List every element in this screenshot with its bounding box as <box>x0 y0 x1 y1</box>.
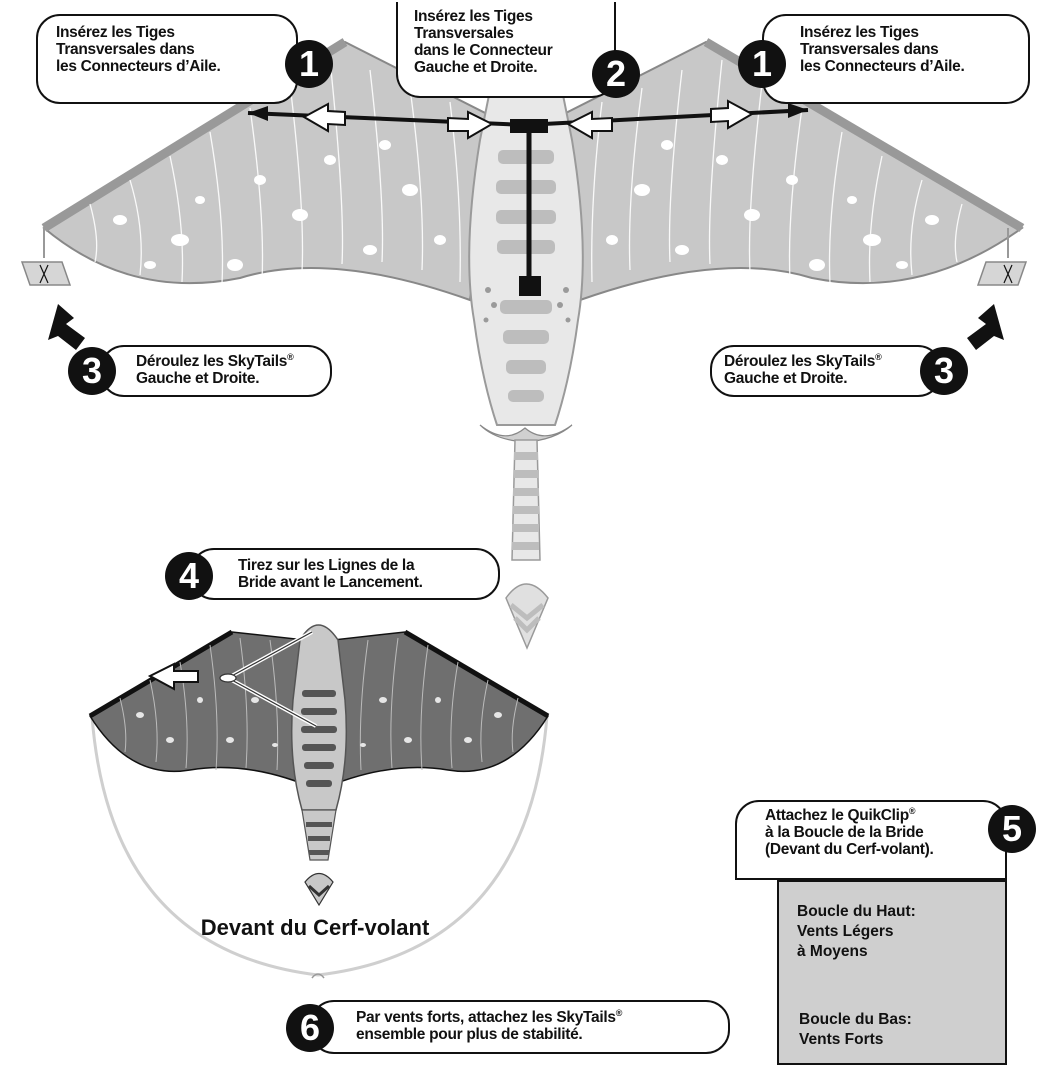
arrow-skytail-left <box>48 304 85 350</box>
step-text: Insérez les Tiges <box>414 8 614 25</box>
step-text: Insérez les Tiges <box>800 24 1028 41</box>
registered-mark: ® <box>616 1008 622 1018</box>
step-text: (Devant du Cerf-volant). <box>765 841 1005 858</box>
inset-bottom-text: Boucle du Bas: <box>799 1010 912 1030</box>
registered-mark: ® <box>909 806 915 816</box>
registered-mark: ® <box>287 352 293 362</box>
step-text: Déroulez les SkyTails <box>136 353 287 370</box>
step-text: dans le Connecteur <box>414 42 614 59</box>
step-1-right-badge: 1 <box>738 40 786 88</box>
step-text: Bride avant le Lancement. <box>238 574 498 591</box>
step-text: Insérez les Tiges <box>56 24 296 41</box>
left-skytail <box>22 262 70 285</box>
right-skytail <box>978 262 1026 285</box>
small-left-wing <box>90 632 318 790</box>
step-6-badge: 6 <box>286 1004 334 1052</box>
step-6-callout: Par vents forts, attachez les SkyTails® … <box>310 1000 730 1054</box>
step-text: Transversales dans <box>56 41 296 58</box>
step-1-left-callout: Insérez les Tiges Transversales dans les… <box>36 14 298 104</box>
small-right-wing <box>320 632 548 790</box>
registered-mark: ® <box>875 352 881 362</box>
step-3-left-callout: Déroulez les SkyTails® Gauche et Droite. <box>100 345 332 397</box>
step-1-left-badge: 1 <box>285 40 333 88</box>
arrow-skytail-right <box>967 304 1004 350</box>
step-5-callout: Attachez le QuikClip® à la Boucle de la … <box>735 800 1007 880</box>
inset-top-text: Vents Légers <box>797 922 916 942</box>
step-text: Gauche et Droite. <box>724 370 940 387</box>
step-text: à la Boucle de la Bride <box>765 824 1005 841</box>
step-text: les Connecteurs d’Aile. <box>56 58 296 75</box>
step-2-badge: 2 <box>592 50 640 98</box>
step-5-badge: 5 <box>988 805 1036 853</box>
step-text: Tirez sur les Lignes de la <box>238 557 498 574</box>
step-text: Transversales dans <box>800 41 1028 58</box>
inset-bottom-text: Vents Forts <box>799 1030 912 1050</box>
front-of-kite-label: Devant du Cerf-volant <box>120 915 510 941</box>
step-text: Transversales <box>414 25 614 42</box>
step-2-callout: Insérez les Tiges Transversales dans le … <box>396 2 616 98</box>
step-text: Par vents forts, attachez les SkyTails <box>356 1009 616 1026</box>
step-text: les Connecteurs d’Aile. <box>800 58 1028 75</box>
step-1-right-callout: Insérez les Tiges Transversales dans les… <box>762 14 1030 104</box>
small-tail-fin <box>305 874 333 906</box>
step-text: Gauche et Droite. <box>136 370 330 387</box>
step-text: ensemble pour plus de stabilité. <box>356 1026 728 1043</box>
step-3-right-badge: 3 <box>920 347 968 395</box>
bridle-loop-inset: Boucle du Haut: Vents Légers à Moyens Bo… <box>777 880 1007 1065</box>
step-4-badge: 4 <box>165 552 213 600</box>
step-3-right-callout: Déroulez les SkyTails® Gauche et Droite. <box>710 345 942 397</box>
step-text: Déroulez les SkyTails <box>724 353 875 370</box>
step-text: Attachez le QuikClip <box>765 807 909 824</box>
step-4-callout: Tirez sur les Lignes de la Bride avant l… <box>190 548 500 600</box>
step-text: Gauche et Droite. <box>414 59 614 76</box>
inset-top-text: Boucle du Haut: <box>797 902 916 922</box>
inset-top-text: à Moyens <box>797 942 916 962</box>
step-3-left-badge: 3 <box>68 347 116 395</box>
